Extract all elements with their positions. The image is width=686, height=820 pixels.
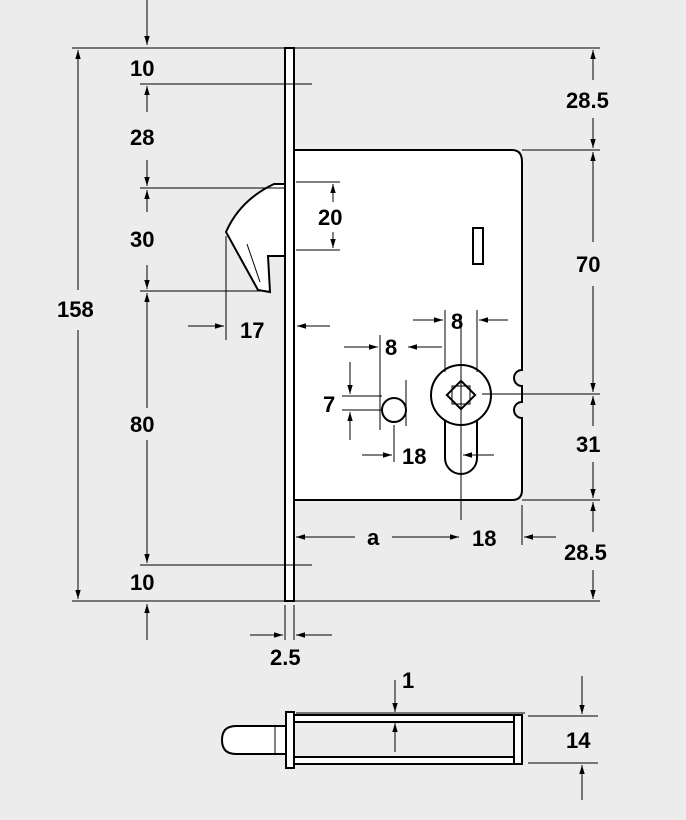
dim-spindle-7: 7 [323,392,335,417]
side-case-end [513,714,523,765]
dim-cylinder-8: 8 [451,309,463,334]
dim-right-31: 31 [576,432,600,457]
side-case-plate-bottom [293,756,523,765]
dim-30: 30 [130,227,154,252]
dim-28: 28 [130,125,154,150]
dim-80: 80 [130,412,154,437]
dim-bottom-10: 10 [130,570,154,595]
dim-faceplate-2-5: 2.5 [270,645,301,670]
dim-total-158: 158 [57,297,94,322]
dim-right-70: 70 [576,252,600,277]
faceplate [284,47,295,602]
side-dimension-lines [296,676,598,800]
dim-hook-20: 20 [318,205,342,230]
cylinder-star [445,379,477,411]
dim-top-10: 10 [130,56,154,81]
dim-side-1: 1 [402,668,414,693]
side-bolt [220,725,287,755]
spindle-hole [381,397,407,423]
dim-right-28-5-top: 28.5 [566,88,609,113]
dim-spindle-8: 8 [385,335,397,360]
dimension-arrows [75,0,596,640]
side-case-plate-top [293,714,523,723]
hook-bolt-inner-line [246,243,261,283]
extension-lines [72,47,600,640]
dim-backset-18: 18 [472,526,496,551]
dim-side-14: 14 [566,728,591,753]
dim-spindle-18: 18 [402,444,426,469]
side-faceplate [285,711,295,769]
dim-backset-a: a [367,525,380,550]
dim-hook-17: 17 [240,318,264,343]
case-slot [472,227,484,265]
dim-right-28-5-bottom: 28.5 [564,540,607,565]
hook-bolt [224,183,286,294]
